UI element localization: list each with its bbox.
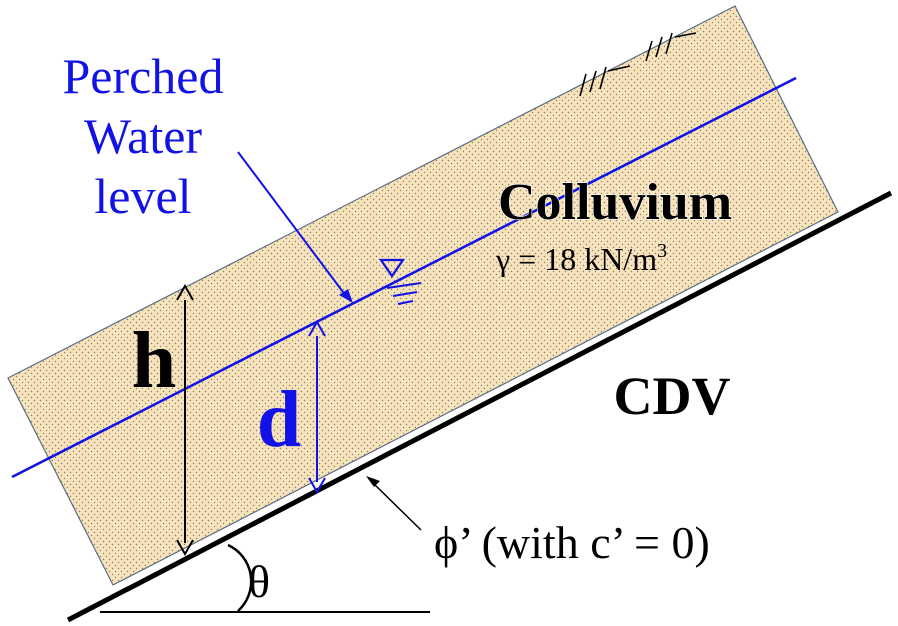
h-symbol: h xyxy=(132,317,177,405)
perched-water-line xyxy=(11,76,797,479)
unit-weight-label: γ = 18 kN/m3 xyxy=(495,240,667,277)
slope-angle-arc xyxy=(227,543,253,612)
water-leader-arrow xyxy=(237,151,353,303)
bedrock-label: CDV xyxy=(614,366,731,426)
colluvium-label: Colluvium xyxy=(498,174,732,231)
water-label-line1: Perched xyxy=(62,48,223,104)
slope-angle-label: θ xyxy=(248,556,270,607)
ground-hatch-icon xyxy=(579,32,697,97)
depth-d-arrow xyxy=(308,319,326,495)
unit-weight-exponent: 3 xyxy=(657,240,667,262)
interface-strength-label: ϕ’ (with c’ = 0) xyxy=(434,517,710,568)
colluvium-layer xyxy=(7,5,839,586)
water-table-icon xyxy=(378,258,422,305)
bedrock-surface-line xyxy=(66,190,893,623)
water-label-line3: level xyxy=(94,168,191,224)
thickness-h-arrow xyxy=(176,283,194,557)
interface-leader-arrow xyxy=(366,476,422,531)
water-label-line2: Water xyxy=(84,108,202,164)
d-symbol: d xyxy=(257,376,302,464)
